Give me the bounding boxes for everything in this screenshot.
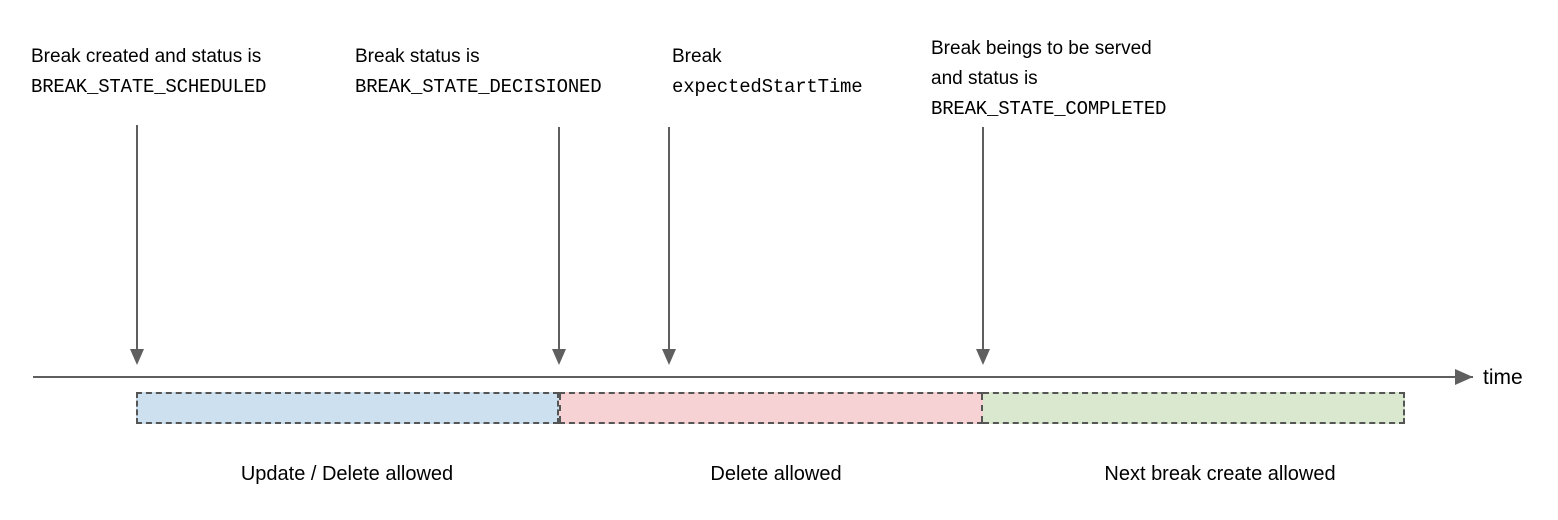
event-label-field-name: expectedStartTime	[672, 76, 863, 98]
event-label-line-1: Break beings to be served	[931, 38, 1152, 59]
event-label-line-1: Break created and status is	[31, 46, 262, 67]
phase-caption-next-break-create: Next break create allowed	[1104, 463, 1336, 485]
phase-bar-delete-only	[559, 392, 983, 424]
event-arrow-break-created	[129, 125, 145, 365]
event-label-line-2: and status is	[931, 68, 1038, 89]
event-label-break-completed: Break beings to be served and status is …	[931, 34, 1166, 124]
time-axis-arrow-icon	[1455, 369, 1473, 385]
phase-caption-delete-only: Delete allowed	[710, 463, 842, 485]
arrow-shaft	[982, 127, 984, 349]
event-label-state-name: BREAK_STATE_SCHEDULED	[31, 76, 267, 98]
arrow-shaft	[136, 125, 138, 349]
phase-bar-next-break-create	[983, 392, 1405, 424]
arrow-shaft	[558, 127, 560, 349]
event-label-state-name: BREAK_STATE_COMPLETED	[931, 98, 1167, 120]
event-label-line-1: Break	[672, 46, 722, 67]
time-axis-line	[33, 376, 1473, 378]
event-arrow-break-completed	[975, 127, 991, 365]
event-label-break-created: Break created and status is BREAK_STATE_…	[31, 42, 266, 102]
arrow-shaft	[668, 127, 670, 349]
arrow-head-down-icon	[130, 349, 144, 365]
phase-caption-update-delete: Update / Delete allowed	[240, 463, 454, 485]
arrow-head-down-icon	[552, 349, 566, 365]
event-arrow-break-decisioned	[551, 127, 567, 365]
arrow-head-down-icon	[976, 349, 990, 365]
time-axis-caption: time	[1483, 366, 1523, 389]
arrow-head-down-icon	[662, 349, 676, 365]
event-label-break-expected-start: Break expectedStartTime	[672, 42, 863, 102]
event-arrow-break-expected-start	[661, 127, 677, 365]
event-label-line-1: Break status is	[355, 46, 480, 67]
event-label-state-name: BREAK_STATE_DECISIONED	[355, 76, 602, 98]
phase-bar-update-delete	[136, 392, 559, 424]
event-label-break-decisioned: Break status is BREAK_STATE_DECISIONED	[355, 42, 602, 102]
